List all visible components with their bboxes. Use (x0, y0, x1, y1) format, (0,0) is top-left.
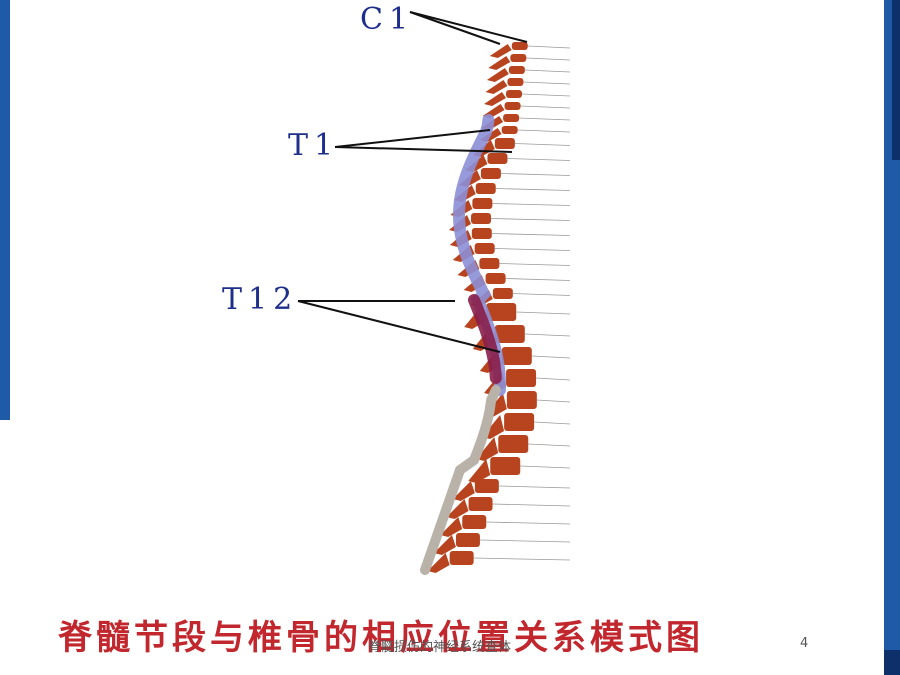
nerve-root-line (524, 69, 571, 73)
vertebra-body (472, 198, 493, 209)
nerve-root-line (520, 465, 571, 469)
vertebra-body (474, 243, 495, 254)
nerve-root-line (524, 333, 571, 337)
vertebra-body (501, 126, 518, 134)
spinous-process (468, 459, 491, 483)
vertebra-body (475, 183, 496, 194)
nerve-root-line (498, 485, 571, 489)
nerve-root-line (494, 248, 571, 251)
left-edge-bar (0, 0, 10, 675)
left-edge-notch (0, 420, 10, 675)
vertebra-body (486, 303, 517, 321)
spinous-process (452, 481, 475, 501)
label-pointers (297, 11, 528, 353)
pointer-t12-b (297, 300, 501, 353)
figure-caption: 脊髓节段与椎骨的相应位置关系模式图 (58, 618, 704, 658)
spinous-process (433, 535, 456, 555)
vertebra-body (471, 213, 492, 224)
vertebra-body (508, 66, 525, 74)
nerve-root-line (495, 188, 571, 191)
nerve-root-line (520, 105, 571, 109)
vertebra-body (494, 325, 525, 343)
vertebra-body (503, 114, 520, 122)
right-edge-bar (884, 0, 900, 675)
vertebra-body (468, 497, 493, 511)
nerve-root-line (534, 421, 571, 425)
spinous-process (427, 553, 450, 573)
spinal-cord (420, 114, 506, 575)
vertebra-body (511, 42, 528, 50)
nerve-root-line (536, 399, 571, 403)
spinous-process (440, 517, 463, 537)
nerve-root-line (517, 129, 571, 133)
spinous-process (484, 92, 506, 106)
nerve-root-line (505, 278, 571, 281)
vertebra-body (455, 533, 480, 547)
vertebra-body (494, 138, 515, 149)
spinous-process (485, 80, 508, 94)
vertebra-body (449, 551, 474, 565)
nerve-root-line (528, 443, 571, 447)
nerve-root-line (492, 203, 571, 206)
nerve-root-line (523, 81, 571, 85)
nerve-root-line (479, 539, 571, 543)
spinous-process (476, 437, 499, 461)
vertebra-body (471, 228, 492, 239)
right-edge-bottom (884, 650, 900, 675)
spinous-process (489, 44, 512, 58)
nerve-root-line (499, 263, 571, 266)
vertebra-body (510, 54, 527, 62)
nerve-root-line (531, 355, 571, 359)
nerve-root-line (492, 503, 571, 507)
vertebra-body (490, 457, 521, 475)
nerve-root-line (519, 117, 571, 121)
vertebra-body (492, 288, 513, 299)
vertebra-body (506, 90, 522, 98)
pointer-c1-b (409, 11, 501, 45)
right-edge-dark (892, 0, 900, 160)
nerve-root-line (514, 143, 571, 146)
label-t12: T12 (222, 282, 299, 317)
nerve-root-line (526, 57, 571, 61)
pointer-t1-b (334, 146, 513, 153)
pointer-c1-a (409, 11, 528, 43)
vertebra-body (498, 435, 529, 453)
nerve-root-line (500, 173, 571, 176)
vertebra-body (504, 413, 535, 431)
vertebra-body (474, 479, 499, 493)
vertebra-body (480, 168, 501, 179)
vertebra-body (507, 78, 524, 86)
vertebra-body (479, 258, 500, 269)
nerve-root-lines (473, 45, 571, 561)
slide-footer: 脊髓损伤的神经系统查体 (368, 640, 512, 655)
nerve-root-line (491, 233, 571, 236)
spinal-cord-lumbar (468, 294, 502, 384)
nerve-root-line (486, 521, 571, 525)
nerve-root-line (473, 557, 571, 561)
nerve-root-line (536, 377, 571, 381)
nerve-root-line (521, 93, 571, 97)
nerve-root-line (491, 218, 571, 221)
nerve-root-line (527, 45, 571, 49)
spinous-process (446, 499, 469, 519)
vertebra-body (487, 153, 508, 164)
spinous-process (488, 56, 511, 70)
vertebra-body (504, 102, 521, 110)
vertebra-body (485, 273, 506, 284)
cauda-equina (420, 385, 501, 575)
vertebra-body (462, 515, 487, 529)
vertebra-body (506, 391, 537, 409)
nerve-root-line (512, 293, 571, 296)
vertebra-body (506, 369, 537, 387)
spinous-process (486, 68, 509, 82)
nerve-root-line (507, 158, 571, 161)
pointer-t1-a (334, 129, 491, 148)
page-number: 4 (800, 636, 809, 651)
label-t1: T1 (288, 128, 340, 163)
vertebra-body (501, 347, 532, 365)
nerve-root-line (516, 311, 571, 315)
label-c1: C1 (360, 2, 415, 37)
